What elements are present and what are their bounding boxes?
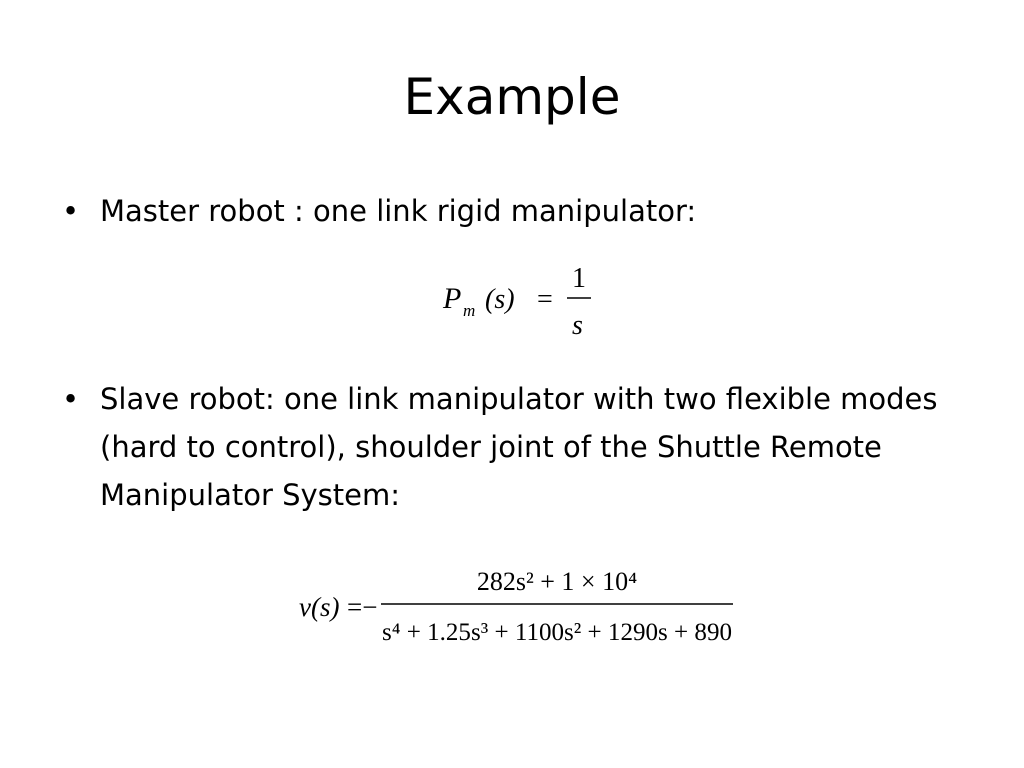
eq-slave-equals: =− [347, 592, 377, 622]
slave-transfer-function: v(s) =− 282s² + 1 × 10⁴ s⁴ + 1.25s³ + 11… [297, 560, 737, 650]
bullet-slave-robot: • Slave robot: one link manipulator with… [62, 375, 962, 519]
bullet-text: Slave robot: one link manipulator with t… [100, 382, 938, 512]
eq-slave-lhs: v(s) [299, 592, 339, 622]
bullet-icon: • [62, 194, 80, 228]
bullet-icon: • [62, 382, 80, 416]
bullet-text: Master robot : one link rigid manipulato… [100, 194, 697, 228]
eq-master-var: P [442, 282, 461, 315]
slide-title: Example [403, 68, 621, 126]
eq-master-denominator: s [572, 310, 583, 341]
bullet-master-robot: • Master robot : one link rigid manipula… [62, 187, 962, 235]
eq-master-numerator: 1 [572, 263, 586, 294]
eq-master-sub: m [463, 301, 475, 320]
eq-slave-denominator: s⁴ + 1.25s³ + 1100s² + 1290s + 890 [382, 619, 732, 646]
eq-master-equals: = [537, 284, 553, 315]
eq-slave-numerator: 282s² + 1 × 10⁴ [477, 567, 637, 596]
eq-master-arg: (s) [485, 284, 515, 315]
master-transfer-function: P m (s) = 1 s [441, 262, 601, 342]
